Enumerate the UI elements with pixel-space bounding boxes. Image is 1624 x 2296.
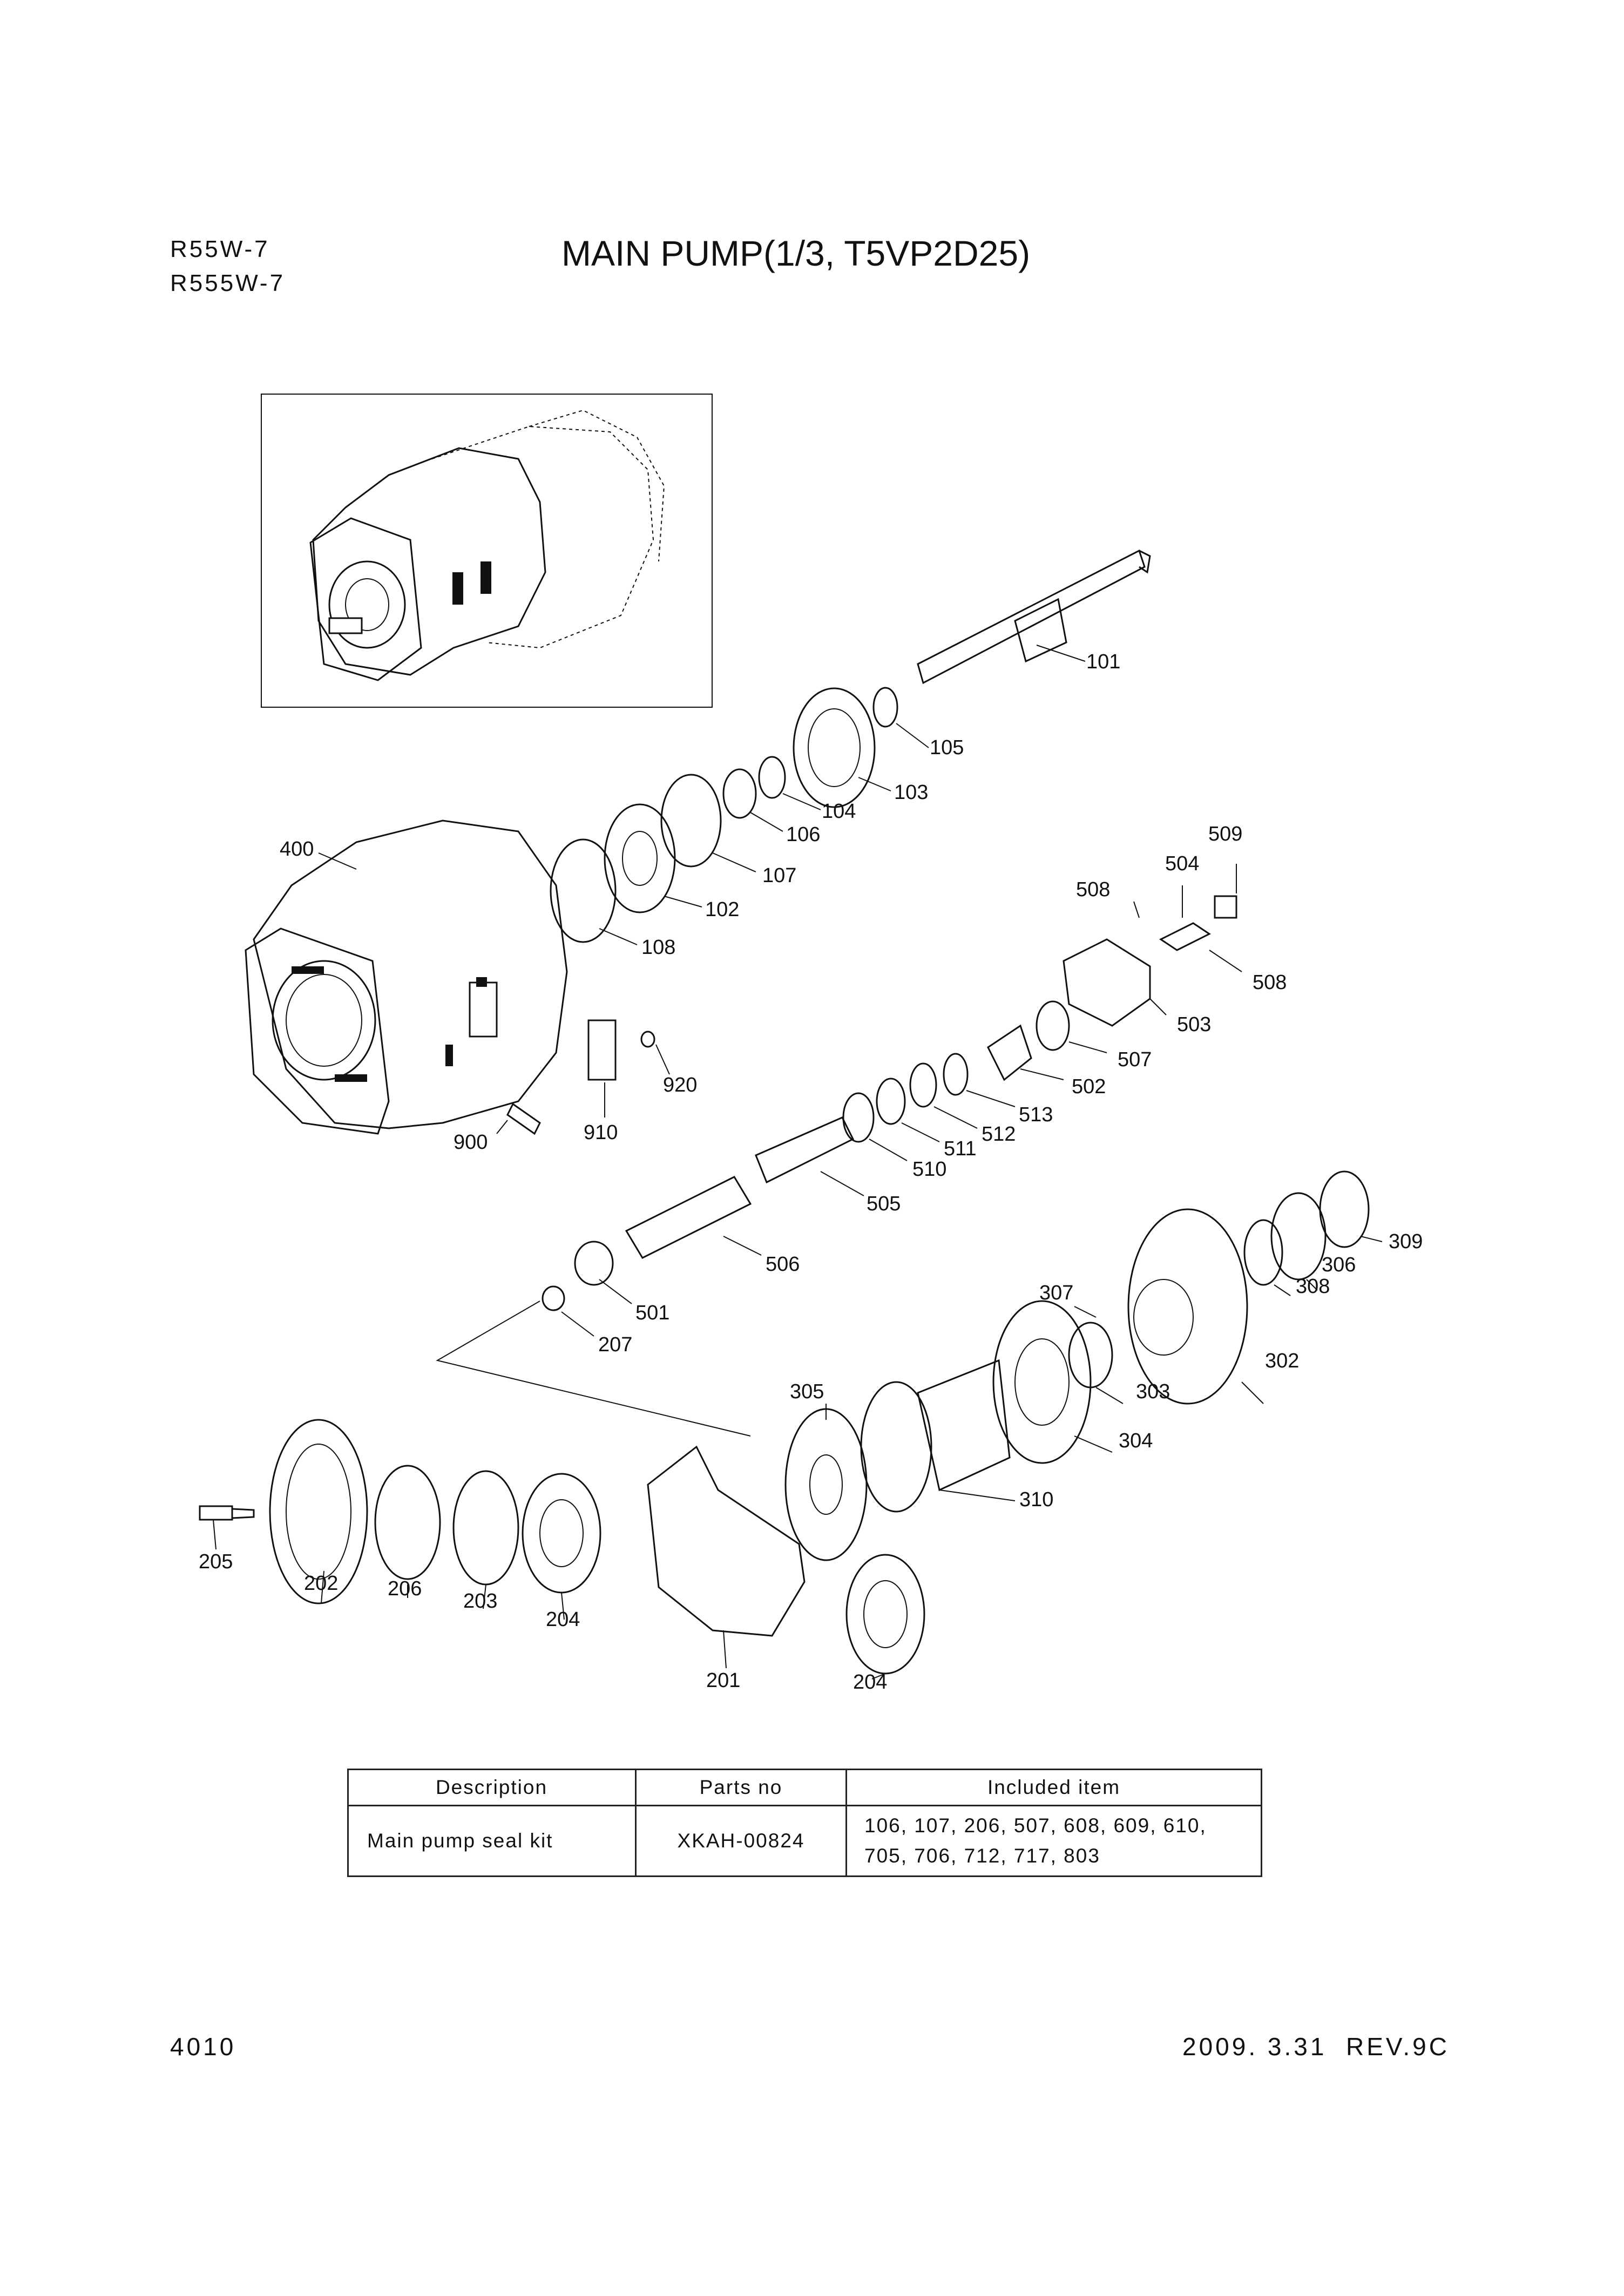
bearing-103 xyxy=(793,687,876,808)
plug-920 xyxy=(640,1031,655,1048)
part-label: 103 xyxy=(894,781,928,804)
part-label: 202 xyxy=(304,1572,338,1595)
column-header-included-item: Included item xyxy=(845,1769,1262,1806)
part-label: 102 xyxy=(705,898,739,921)
ring-104 xyxy=(758,756,786,799)
seal-kit-table: Description Parts no Included item Main … xyxy=(347,1769,1262,1877)
ring-106 xyxy=(722,768,757,819)
part-label: 910 xyxy=(584,1121,618,1144)
part-label: 203 xyxy=(463,1590,497,1613)
part-label: 502 xyxy=(1072,1075,1106,1098)
part-label: 307 xyxy=(1039,1282,1073,1304)
part-label: 501 xyxy=(635,1302,669,1324)
overview-pump-illustration xyxy=(309,409,665,681)
exploded-parts-diagram: 101 105 103 104 106 107 102 108 400 509 … xyxy=(199,394,1423,1694)
reference-line xyxy=(436,1301,751,1437)
part-label: 107 xyxy=(762,864,796,887)
part-label: 204 xyxy=(546,1608,580,1631)
part-label: 507 xyxy=(1118,1048,1152,1071)
part-label: 504 xyxy=(1165,852,1199,875)
o-ring-107 xyxy=(660,774,722,868)
included-item-line-2: 705, 706, 712, 717, 803 xyxy=(864,1845,1100,1867)
plug-900 xyxy=(506,1102,541,1135)
included-item-line-1: 106, 107, 206, 507, 608, 609, 610, xyxy=(864,1814,1207,1837)
part-label: 309 xyxy=(1389,1230,1423,1253)
part-label: 101 xyxy=(1086,651,1120,673)
table-header-row: Description Parts no Included item xyxy=(347,1769,1262,1806)
part-label: 310 xyxy=(1019,1488,1053,1511)
drive-shaft-101 xyxy=(917,549,1151,685)
part-label: 900 xyxy=(454,1131,488,1154)
part-label: 503 xyxy=(1177,1013,1211,1036)
part-label: 509 xyxy=(1208,823,1242,845)
part-label: 304 xyxy=(1119,1430,1153,1452)
part-label: 104 xyxy=(822,800,856,823)
part-label: 206 xyxy=(388,1577,422,1600)
pump-housing-400 xyxy=(245,819,568,1135)
part-label: 302 xyxy=(1265,1350,1299,1372)
model-label-1: R55W-7 xyxy=(170,236,270,262)
part-label: 505 xyxy=(867,1193,901,1215)
part-label: 108 xyxy=(641,936,675,959)
part-label: 306 xyxy=(1322,1254,1356,1276)
part-label: 105 xyxy=(930,736,964,759)
part-label: 511 xyxy=(944,1137,977,1160)
part-label: 512 xyxy=(982,1123,1016,1146)
regulator-group-500 xyxy=(542,895,1237,1311)
part-label: 308 xyxy=(1296,1275,1330,1298)
column-header-description: Description xyxy=(347,1769,637,1806)
cell-description: Main pump seal kit xyxy=(347,1805,637,1877)
leader-lines xyxy=(213,645,1383,1679)
part-label: 207 xyxy=(598,1333,632,1356)
part-label: 508 xyxy=(1076,878,1110,901)
part-label: 205 xyxy=(199,1550,233,1573)
snap-ring-105 xyxy=(872,687,898,728)
page-title: MAIN PUMP(1/3, T5VP2D25) xyxy=(561,233,1031,273)
part-label: 920 xyxy=(663,1074,697,1096)
revision-date: 2009. 3.31 REV.9C xyxy=(1182,2033,1450,2061)
plate-102 xyxy=(604,803,676,913)
ring-108 xyxy=(550,838,617,943)
page-number: 4010 xyxy=(170,2033,236,2061)
part-label: 305 xyxy=(790,1380,824,1403)
part-label: 506 xyxy=(766,1253,800,1276)
cylinder-group-300 xyxy=(860,1170,1370,1513)
part-label: 106 xyxy=(786,823,820,846)
overview-inset-frame xyxy=(261,394,713,708)
part-label: 204 xyxy=(853,1671,887,1694)
table-row: Main pump seal kit XKAH-00824 106, 107, … xyxy=(347,1805,1262,1877)
swash-group-200 xyxy=(199,1408,925,1675)
part-label: 508 xyxy=(1253,971,1287,994)
part-label: 510 xyxy=(912,1158,946,1181)
part-label: 201 xyxy=(706,1669,740,1692)
cell-included-item: 106, 107, 206, 507, 608, 609, 610, 705, … xyxy=(845,1805,1262,1877)
part-label: 400 xyxy=(280,838,314,861)
cover-910 xyxy=(587,1019,617,1081)
model-label-2: R555W-7 xyxy=(170,270,286,296)
part-number-labels: 101 105 103 104 106 107 102 108 400 509 … xyxy=(199,651,1423,1694)
column-header-parts-no: Parts no xyxy=(635,1769,847,1806)
part-label: 303 xyxy=(1136,1380,1170,1403)
cell-parts-no: XKAH-00824 xyxy=(635,1805,847,1877)
part-label: 513 xyxy=(1019,1103,1053,1126)
